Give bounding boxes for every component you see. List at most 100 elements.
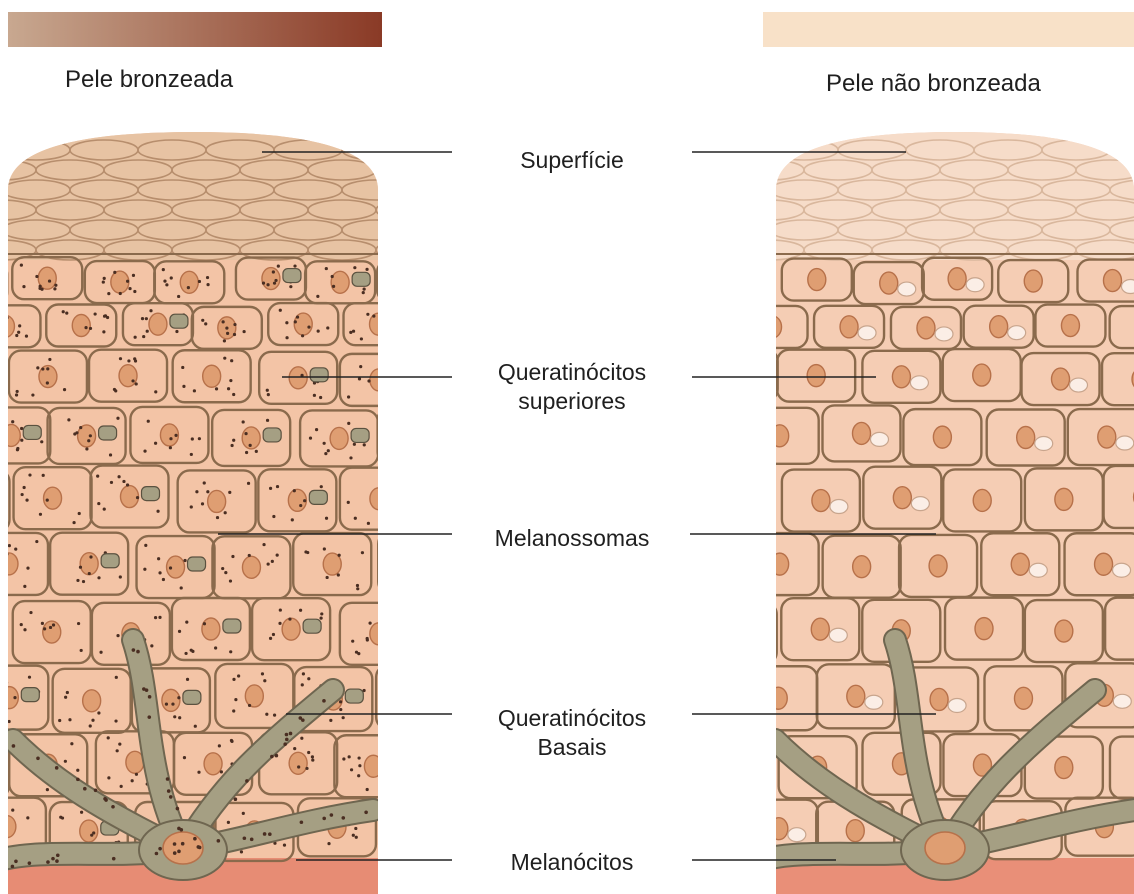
melanosome-cluster [263,428,281,442]
melanin-granule [234,797,238,801]
keratinocyte [0,262,7,304]
melanin-granule [0,827,3,830]
melanin-granule [17,331,20,334]
nucleus [331,271,349,293]
melanin-granule [103,508,106,511]
melanin-granule [495,569,498,572]
melanin-granule [390,474,393,477]
melanin-granule [119,357,122,360]
melanin-granule [268,832,272,836]
melanin-granule [0,766,1,769]
melanin-granule [320,612,323,615]
melanin-granule [413,670,416,673]
melanin-granule [15,393,18,396]
melanin-granule [173,842,177,846]
melanin-granule [218,744,221,747]
melanin-granule [248,554,251,557]
melanin-granule [89,434,92,437]
melanin-granule [154,616,157,619]
melanin-granule [46,860,50,864]
melanin-granule [67,418,70,421]
melanin-granule [341,816,345,820]
melanin-granule [166,777,170,781]
melanin-granule [113,388,116,391]
melanin-granule [198,280,201,283]
nucleus [1098,426,1116,448]
melanin-granule [332,285,335,288]
melanin-granule [272,270,275,273]
melanin-granule [206,276,209,279]
nucleus [1024,270,1042,292]
melanin-granule [381,779,384,782]
melanin-granule [46,788,49,791]
melanin-granule [115,676,118,679]
melanin-granule [273,714,276,717]
surface-scale [342,140,410,160]
nucleus [973,489,991,511]
surface-scale [0,220,2,240]
melanin-granule [122,480,125,483]
melanin-granule [402,492,405,495]
melanin-granule [495,440,498,443]
melanin-granule [279,608,282,611]
melanin-granule [41,622,44,625]
nucleus [948,268,966,290]
keratinocyte [382,800,460,858]
melanin-granule [243,330,246,333]
melanin-granule [107,776,110,779]
melanin-granule [167,789,171,793]
nucleus [330,427,348,449]
melanosome-cluster [188,557,206,571]
melanin-granule [224,511,227,514]
melanin-granule [177,850,181,854]
nucleus [452,485,470,507]
melanin-granule [214,646,217,649]
melanin-granule [96,475,99,478]
melanin-granule [326,326,329,329]
melanin-granule [68,718,71,721]
melanin-granule [499,671,502,674]
melanin-granule [301,718,305,722]
keratinocyte [417,307,487,349]
melanin-granule [366,788,369,791]
melanin-granule [23,585,26,588]
melanin-granule [0,511,1,514]
melanin-granule [405,277,408,280]
nucleus [282,618,300,640]
melanin-granule [232,709,235,712]
melanin-granule [107,736,110,739]
melanin-granule [349,456,352,459]
melanin-granule [221,567,224,570]
melanin-granule [190,505,193,508]
melanin-granule [514,823,517,826]
melanin-granule [307,325,310,328]
melanin-granule [131,779,134,782]
melanin-granule [423,845,426,848]
melanin-granule [8,544,11,547]
melanin-granule [422,554,425,557]
nucleus [83,690,101,712]
melanin-granule [274,279,277,282]
nucleus [853,556,871,578]
melanosome [910,376,928,390]
melanin-granule [440,330,443,333]
melanin-granule [305,767,308,770]
nucleus [0,553,18,575]
melanin-granule [217,839,221,843]
surface-scale [1110,140,1134,160]
melanin-granule [133,290,136,293]
melanin-granule [245,779,249,783]
nucleus [770,818,788,840]
melanin-granule [52,623,55,626]
melanin-granule [323,442,326,445]
melanin-granule [197,771,200,774]
melanin-granule [483,843,486,846]
nucleus [973,364,991,386]
melanin-granule [293,264,296,267]
melanin-granule [165,703,168,706]
melanin-granule [170,276,173,279]
melanin-granule [432,577,435,580]
melanin-granule [329,719,332,722]
nucleus [933,426,951,448]
melanin-granule [364,811,368,815]
